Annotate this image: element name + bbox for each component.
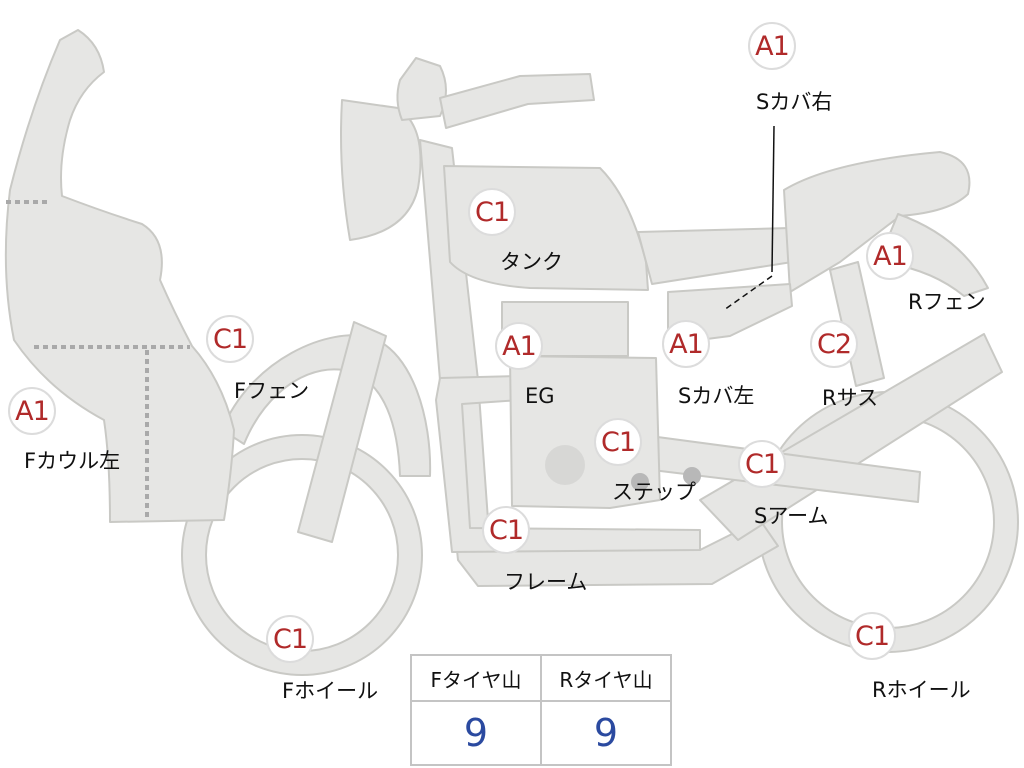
part-name: Fカウル左 [24,449,121,473]
grade-badge: C1 [468,188,516,236]
rear-tire-tread-value: 9 [540,700,672,766]
grade-badge: A1 [866,232,914,280]
grade-badge: C1 [848,612,896,660]
grade-badge: C1 [738,440,786,488]
part-name: Sアーム [754,504,829,528]
headlight-shape [340,99,422,241]
part-name: タンク [500,250,563,274]
part-name: Rフェン [908,290,986,314]
part-name: Sカバ左 [678,384,755,408]
seat-rear-shape [783,151,971,293]
swing-arm-shape [699,333,1003,541]
grade-badge: C1 [594,418,642,466]
label-frame: C1 フレーム [482,506,587,594]
part-name: Fホイール [282,679,379,703]
label-side-cover-right: A1 Sカバ右 [748,22,832,114]
label-swing-arm: C1 Sアーム [738,440,828,528]
engine-cover-shape [545,445,585,485]
front-wheel-shape [182,435,422,675]
part-name: EG [525,384,555,408]
label-r-fender: A1 Rフェン [866,232,986,314]
label-f-fender: C1 Fフェン [206,315,309,403]
label-engine: A1 EG [495,322,555,408]
grade-badge: C2 [810,320,858,368]
label-step: C1 ステップ [594,418,696,504]
front-fork-shape [297,321,387,543]
front-cowl-shape [4,29,235,523]
label-r-wheel: C1 Rホイール [848,612,971,702]
part-name: Sカバ右 [756,90,833,114]
front-tire-tread-value: 9 [410,700,542,766]
part-name: フレーム [504,570,588,594]
front-tire-tread-header: Fタイヤ山 [410,654,542,702]
grade-badge: C1 [482,506,530,554]
part-name: Rサス [822,386,879,410]
tire-tread-table: Fタイヤ山 Rタイヤ山 9 9 [410,654,672,766]
front-fender-shape [221,334,432,477]
grade-badge: A1 [495,322,543,370]
side-cover-right-leader [771,125,775,273]
tire-tread-header-row: Fタイヤ山 Rタイヤ山 [410,654,672,702]
step-peg-shape [631,473,649,491]
handlebar-shape [439,73,595,129]
label-f-cowl-left: A1 Fカウル左 [8,387,120,473]
part-name: ステップ [612,480,696,504]
label-tank: C1 タンク [468,188,563,274]
part-name: Rホイール [872,678,971,702]
grade-badge: A1 [662,320,710,368]
front-wheel-outer-edge [181,434,423,676]
tire-tread-value-row: 9 9 [410,700,672,766]
step-peg-rear-shape [683,467,701,485]
label-f-wheel: C1 Fホイール [266,615,378,703]
label-side-cover-left: A1 Sカバ左 [662,320,754,408]
seat-front-shape [637,227,793,285]
meter-shape [396,57,447,121]
rear-tire-tread-header: Rタイヤ山 [540,654,672,702]
grade-badge: C1 [206,315,254,363]
part-name: Fフェン [234,379,310,403]
grade-badge: C1 [266,615,314,663]
grade-badge: A1 [748,22,796,70]
grade-badge: A1 [8,387,56,435]
label-r-suspension: C2 Rサス [810,320,878,410]
